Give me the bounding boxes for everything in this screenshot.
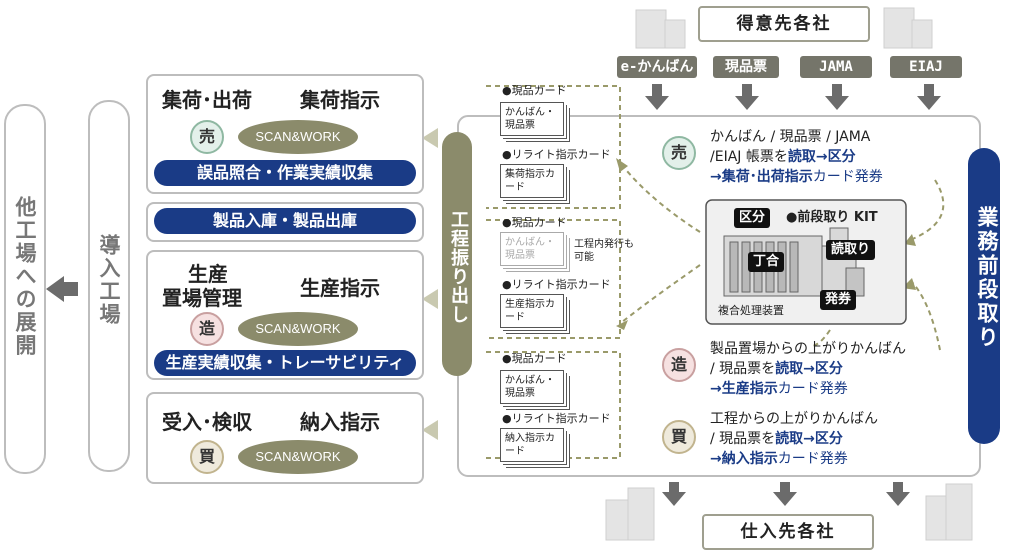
machine-issue-label: 発券 [820,290,857,310]
format-tag-jama: JAMA [800,56,872,78]
factory-pill [88,100,130,472]
sell-bar: 誤品照合・作業実績収集 [154,160,416,186]
format-tag-genpin: 現品票 [713,56,779,78]
card-note-make: 工程内発行も可能 [574,239,634,263]
building-icon [925,483,973,541]
building-icon [605,487,655,541]
make-main-label-2: 置場管理 [162,286,242,310]
machine-illustration [723,227,865,297]
make-badge: 造 [190,312,224,346]
desc-make-badge: 造 [662,348,696,382]
desc-buy-line3-b: カード発券 [777,451,848,467]
desc-sell-line2-a: /EIAJ 帳票を [710,149,788,165]
card-genpin-make: かんばん・現品票 [500,232,564,266]
left-arrow-icon [46,276,78,302]
left-arrow-icon [422,128,438,440]
make-main-label-1: 生産 [188,262,228,286]
down-arrow-icon [662,482,910,506]
card-label-rewrite: ●リライト指示カード [502,278,611,291]
sell-instruction-label: 集荷指示 [300,88,380,112]
machine-kit-label: ●前段取り KIT [786,210,878,225]
stock-bar: 製品入庫・製品出庫 [154,208,416,234]
desc-buy-line2: / 現品票を読取→区分 [710,430,843,449]
desc-make-line2: / 現品票を読取→区分 [710,360,843,379]
desc-sell-line1: かんばん / 現品票 / JAMA [710,129,871,145]
desc-make-line1: 製品置場からの上がりかんばん [710,341,906,357]
expansion-label: 他工場への展開 [13,196,37,357]
desc-buy-line3-a: →納入指示 [710,451,778,467]
make-instruction-label: 生産指示 [300,276,380,300]
desc-make-line3-b: カード発券 [777,381,848,397]
sell-main-label: 集荷･出荷 [162,88,252,112]
make-bar: 生産実績収集・トレーサビリティ [154,350,416,376]
issue-label: 工程振り出し [448,210,469,324]
sell-scanwork-oval: SCAN&WORK [238,120,358,154]
machine-read-label: 読取り [826,240,876,260]
card-rewrite-make: 生産指示カード [500,294,564,328]
customers-title: 得意先各社 [698,6,870,42]
desc-make-line2-a: / 現品票を [710,361,776,377]
desc-make-line3: →生産指示カード発券 [710,380,848,399]
expansion-pill [4,104,46,474]
down-arrow-icon [645,84,941,110]
pre-process-bar [968,148,1000,444]
desc-sell-line3-b: カード発券 [812,169,883,185]
format-tag-eiaj: EIAJ [890,56,962,78]
card-label-genpin: ●現品カード [502,216,567,229]
buy-badge: 買 [190,440,224,474]
machine-collate-label: 丁合 [748,252,785,272]
desc-buy-line2-a: / 現品票を [710,431,776,447]
desc-sell-line3-a: →集荷･出荷指示 [710,169,813,185]
format-tag-ekanban: e-かんばん [617,56,697,78]
desc-sell-badge: 売 [662,136,696,170]
buy-scanwork-oval: SCAN&WORK [238,440,358,474]
desc-make-line3-a: →生産指示 [710,381,778,397]
card-label-genpin: ●現品カード [502,352,567,365]
desc-buy-badge: 買 [662,420,696,454]
factory-label: 導入工場 [97,234,121,326]
machine-sort-label: 区分 [734,208,771,228]
buy-instruction-label: 納入指示 [300,410,380,434]
card-label-genpin: ●現品カード [502,84,567,97]
card-genpin-sell: かんばん・現品票 [500,102,564,136]
buy-main-label: 受入･検収 [162,410,252,434]
building-icon [635,9,686,49]
building-icon [883,7,933,49]
card-rewrite-sell: 集荷指示カード [500,164,564,198]
desc-sell-line3: →集荷･出荷指示カード発券 [710,168,883,187]
desc-buy-line3: →納入指示カード発券 [710,450,848,469]
desc-buy-line2-b: 読取→区分 [775,431,843,447]
machine-caption: 複合処理装置 [718,304,784,317]
card-label-rewrite: ●リライト指示カード [502,148,611,161]
suppliers-title: 仕入先各社 [702,514,874,550]
desc-sell-line2: /EIAJ 帳票を読取→区分 [710,148,856,167]
desc-sell-line2-b: 読取→区分 [787,149,856,165]
card-genpin-buy: かんばん・現品票 [500,370,564,404]
make-scanwork-oval: SCAN&WORK [238,312,358,346]
card-label-rewrite: ●リライト指示カード [502,412,611,425]
buy-process-box [146,392,424,484]
card-rewrite-buy: 納入指示カード [500,428,564,462]
pre-process-label: 業務前段取り [975,206,999,350]
desc-make-line2-b: 読取→区分 [775,361,843,377]
desc-buy-line1: 工程からの上がりかんばん [710,411,878,427]
sell-badge: 売 [190,120,224,154]
issue-bar [442,132,472,376]
